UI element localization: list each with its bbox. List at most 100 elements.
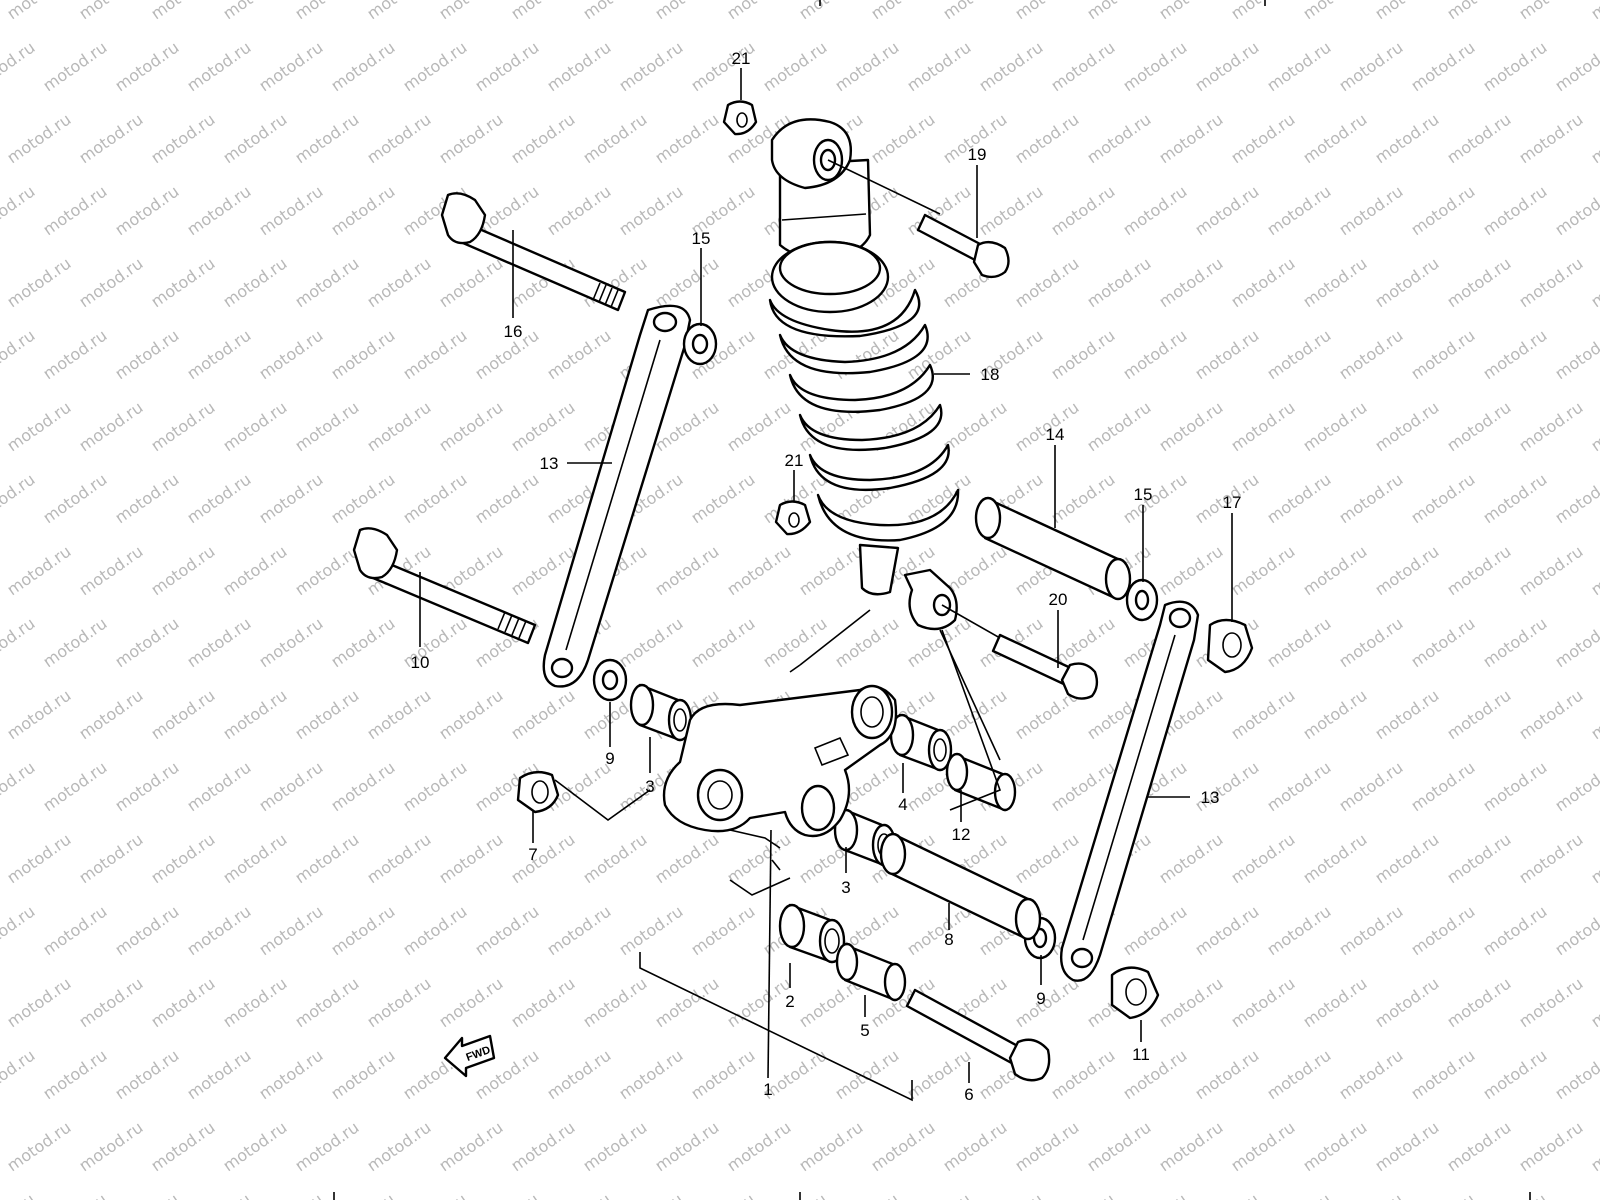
callout-4: 4 [898, 795, 907, 814]
watermark-text: motod.ru [1407, 758, 1478, 816]
watermark-text: motod.ru [3, 398, 74, 456]
watermark-text: motod.ru [867, 1118, 938, 1176]
watermark-text: motod.ru [795, 1118, 866, 1176]
watermark-text: motod.ru [3, 254, 74, 312]
watermark-text: motod.ru [1515, 686, 1586, 744]
watermark-text: motod.ru [1407, 1046, 1478, 1104]
bolt-6 [905, 988, 1051, 1082]
watermark-text: motod.ru [3, 686, 74, 744]
watermark-text: motod.ru [147, 542, 218, 600]
callout-2: 2 [785, 992, 794, 1011]
watermark-text: motod.ru [939, 398, 1010, 456]
watermark-text: motod.ru [1263, 1046, 1334, 1104]
watermark-text: motod.ru [327, 326, 398, 384]
watermark-text: motod.ru [1119, 1190, 1190, 1200]
washer-15-left [682, 322, 718, 366]
watermark-text: motod.ru [939, 686, 1010, 744]
watermark-text: motod.ru [507, 1118, 578, 1176]
watermark-text: motod.ru [1119, 38, 1190, 96]
watermark-text: motod.ru [219, 398, 290, 456]
watermark-text: motod.ru [183, 758, 254, 816]
watermark-text: motod.ru [327, 1190, 398, 1200]
watermark-text: motod.ru [111, 758, 182, 816]
watermark-text: motod.ru [1155, 254, 1226, 312]
watermark-text: motod.ru [1191, 182, 1262, 240]
watermark-text: motod.ru [1119, 182, 1190, 240]
watermark-text: motod.ru [1371, 542, 1442, 600]
watermark-text: motod.ru [1443, 974, 1514, 1032]
callout-5: 5 [860, 1021, 869, 1040]
watermark-text: motod.ru [1371, 254, 1442, 312]
watermark-text: motod.ru [1551, 902, 1600, 960]
assembly-guide-lines [554, 159, 1002, 1102]
watermark-text: motod.ru [183, 614, 254, 672]
watermark-text: motod.ru [291, 974, 362, 1032]
watermark-text: motod.ru [507, 686, 578, 744]
watermark-text: motod.ru [255, 326, 326, 384]
watermark-text: motod.ru [1227, 974, 1298, 1032]
watermark-text: motod.ru [831, 1190, 902, 1200]
watermark-text: motod.ru [1299, 830, 1370, 888]
watermark-text: motod.ru [1299, 398, 1370, 456]
watermark-text: motod.ru [1227, 398, 1298, 456]
nut-7 [516, 770, 560, 814]
watermark-text: motod.ru [507, 830, 578, 888]
watermark-text: motod.ru [687, 614, 758, 672]
watermark-text: motod.ru [147, 830, 218, 888]
watermark-text: motod.ru [183, 470, 254, 528]
watermark-text: motod.ru [327, 38, 398, 96]
watermark-text: motod.ru [435, 254, 506, 312]
watermark-text: motod.ru [1155, 830, 1226, 888]
bushing-3-upper [629, 683, 693, 742]
watermark-text: motod.ru [1407, 470, 1478, 528]
watermark-text: motod.ru [1371, 1118, 1442, 1176]
watermark-text: motod.ru [1407, 326, 1478, 384]
watermark-text: motod.ru [1227, 686, 1298, 744]
watermark-text: motod.ru [0, 1118, 2, 1176]
watermark-text: motod.ru [723, 0, 794, 23]
watermark-text: motod.ru [0, 758, 38, 816]
watermark-text: motod.ru [543, 182, 614, 240]
callout-6: 6 [964, 1085, 973, 1104]
watermark-text: motod.ru [1155, 1118, 1226, 1176]
watermark-text: motod.ru [1263, 326, 1334, 384]
watermark-text: motod.ru [1551, 326, 1600, 384]
watermark-text: motod.ru [1479, 758, 1550, 816]
watermark-text: motod.ru [3, 974, 74, 1032]
watermark-text: motod.ru [903, 38, 974, 96]
bushing-4 [889, 713, 953, 772]
watermark-text: motod.ru [507, 110, 578, 168]
watermark-text: motod.ru [219, 830, 290, 888]
watermark-text: motod.ru [723, 974, 794, 1032]
watermark-text: motod.ru [615, 1190, 686, 1200]
watermark-text: motod.ru [255, 902, 326, 960]
watermark-text: motod.ru [1407, 38, 1478, 96]
watermark-text: motod.ru [939, 1118, 1010, 1176]
callout-13: 13 [540, 454, 559, 473]
watermark-text: motod.ru [1371, 110, 1442, 168]
watermark-text: motod.ru [0, 38, 38, 96]
watermark-text: motod.ru [255, 182, 326, 240]
watermark-text: motod.ru [1083, 1118, 1154, 1176]
watermark-text: motod.ru [111, 470, 182, 528]
watermark-text: motod.ru [363, 398, 434, 456]
callout-9: 9 [1036, 989, 1045, 1008]
watermark-text: motod.ru [183, 182, 254, 240]
watermark-text: motod.ru [579, 974, 650, 1032]
watermark-text: motod.ru [147, 974, 218, 1032]
watermark-text: motod.ru [1047, 326, 1118, 384]
watermark-text: motod.ru [39, 1046, 110, 1104]
watermark-text: motod.ru [1299, 974, 1370, 1032]
watermark-text: motod.ru [75, 254, 146, 312]
callout-16: 16 [504, 322, 523, 341]
bushing-2 [778, 903, 846, 964]
watermark-text: motod.ru [0, 470, 38, 528]
bolt-10 [352, 527, 537, 645]
watermark-text: motod.ru [111, 326, 182, 384]
watermark-text: motod.ru [1155, 398, 1226, 456]
watermark-text: motod.ru [1299, 686, 1370, 744]
watermark-text: motod.ru [1083, 0, 1154, 23]
watermark-text: motod.ru [1011, 1118, 1082, 1176]
watermark-text: motod.ru [183, 1046, 254, 1104]
watermark-text: motod.ru [0, 830, 2, 888]
